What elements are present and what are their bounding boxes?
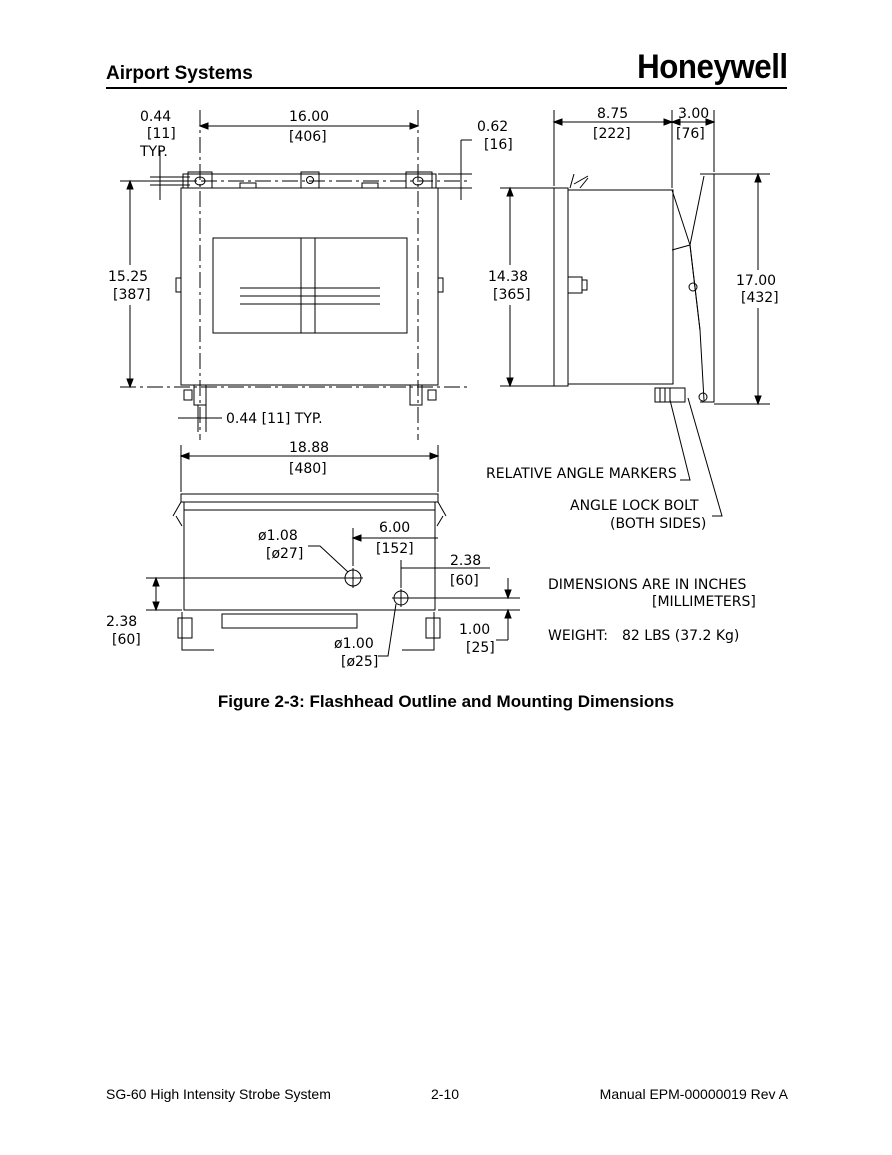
dim-17.00-mm: [432] (741, 290, 779, 306)
dim-0.44: 0.44 (140, 109, 171, 125)
dim-0.62: 0.62 (477, 119, 508, 135)
footer-document-title: SG-60 High Intensity Strobe System (106, 1086, 331, 1102)
dim-3.00-mm: [76] (676, 126, 705, 142)
hole2-dia: ø1.00 (334, 636, 374, 652)
dim-15.25: 15.25 (108, 269, 148, 285)
side-view (500, 110, 770, 517)
hole1-dia-mm: [ø27] (266, 546, 303, 562)
dim-6.00: 6.00 (379, 520, 410, 536)
weight-value: 82 LBS (37.2 Kg) (622, 628, 739, 644)
header-rule (106, 87, 787, 89)
dim-2.38-left: 2.38 (106, 614, 137, 630)
units-note: DIMENSIONS ARE IN INCHES (548, 577, 747, 593)
dim-0.44-mm: [11] (147, 126, 176, 142)
dim-16.00-mm: [406] (289, 129, 327, 145)
footer-manual-number: Manual EPM-00000019 Rev A (599, 1086, 788, 1102)
dim-0.62-mm: [16] (484, 137, 513, 153)
hole2-dia-mm: [ø25] (341, 654, 378, 670)
angle-lock-bolt-label: ANGLE LOCK BOLT (570, 498, 699, 514)
flashhead-drawing: 0.44 [11] TYP. 16.00 [406] 0.62 [16] 8.7… (106, 106, 779, 670)
dim-2.38-right: 2.38 (450, 553, 481, 569)
dim-18.88: 18.88 (289, 440, 329, 456)
dim-8.75: 8.75 (597, 106, 628, 122)
dim-2.38-left-mm: [60] (112, 632, 141, 648)
weight-label: WEIGHT: (548, 628, 608, 644)
both-sides-label: (BOTH SIDES) (610, 516, 706, 532)
dim-17.00: 17.00 (736, 273, 776, 289)
front-view (120, 110, 472, 440)
section-title: Airport Systems (106, 63, 253, 84)
dim-3.00: 3.00 (678, 106, 709, 122)
dim-16.00: 16.00 (289, 109, 329, 125)
figure-caption: Figure 2-3: Flashhead Outline and Mounti… (217, 692, 675, 711)
dim-14.38-mm: [365] (493, 287, 531, 303)
dim-typ: TYP. (139, 144, 168, 160)
bottom-view (146, 445, 520, 657)
dim-1.00: 1.00 (459, 622, 490, 638)
relative-angle-markers-label: RELATIVE ANGLE MARKERS (486, 466, 677, 482)
dim-18.88-mm: [480] (289, 461, 327, 477)
dim-6.00-mm: [152] (376, 541, 414, 557)
dim-2.38-right-mm: [60] (450, 573, 479, 589)
units-note-mm: [MILLIMETERS] (652, 594, 756, 610)
dim-1.00-mm: [25] (466, 640, 495, 656)
dim-bottom-tab: 0.44 [11] TYP. (226, 411, 323, 427)
dim-8.75-mm: [222] (593, 126, 631, 142)
dim-14.38: 14.38 (488, 269, 528, 285)
dim-15.25-mm: [387] (113, 287, 151, 303)
hole1-dia: ø1.08 (258, 528, 298, 544)
honeywell-logo: Honeywell (637, 48, 788, 86)
footer-page-number: 2-10 (431, 1086, 460, 1102)
